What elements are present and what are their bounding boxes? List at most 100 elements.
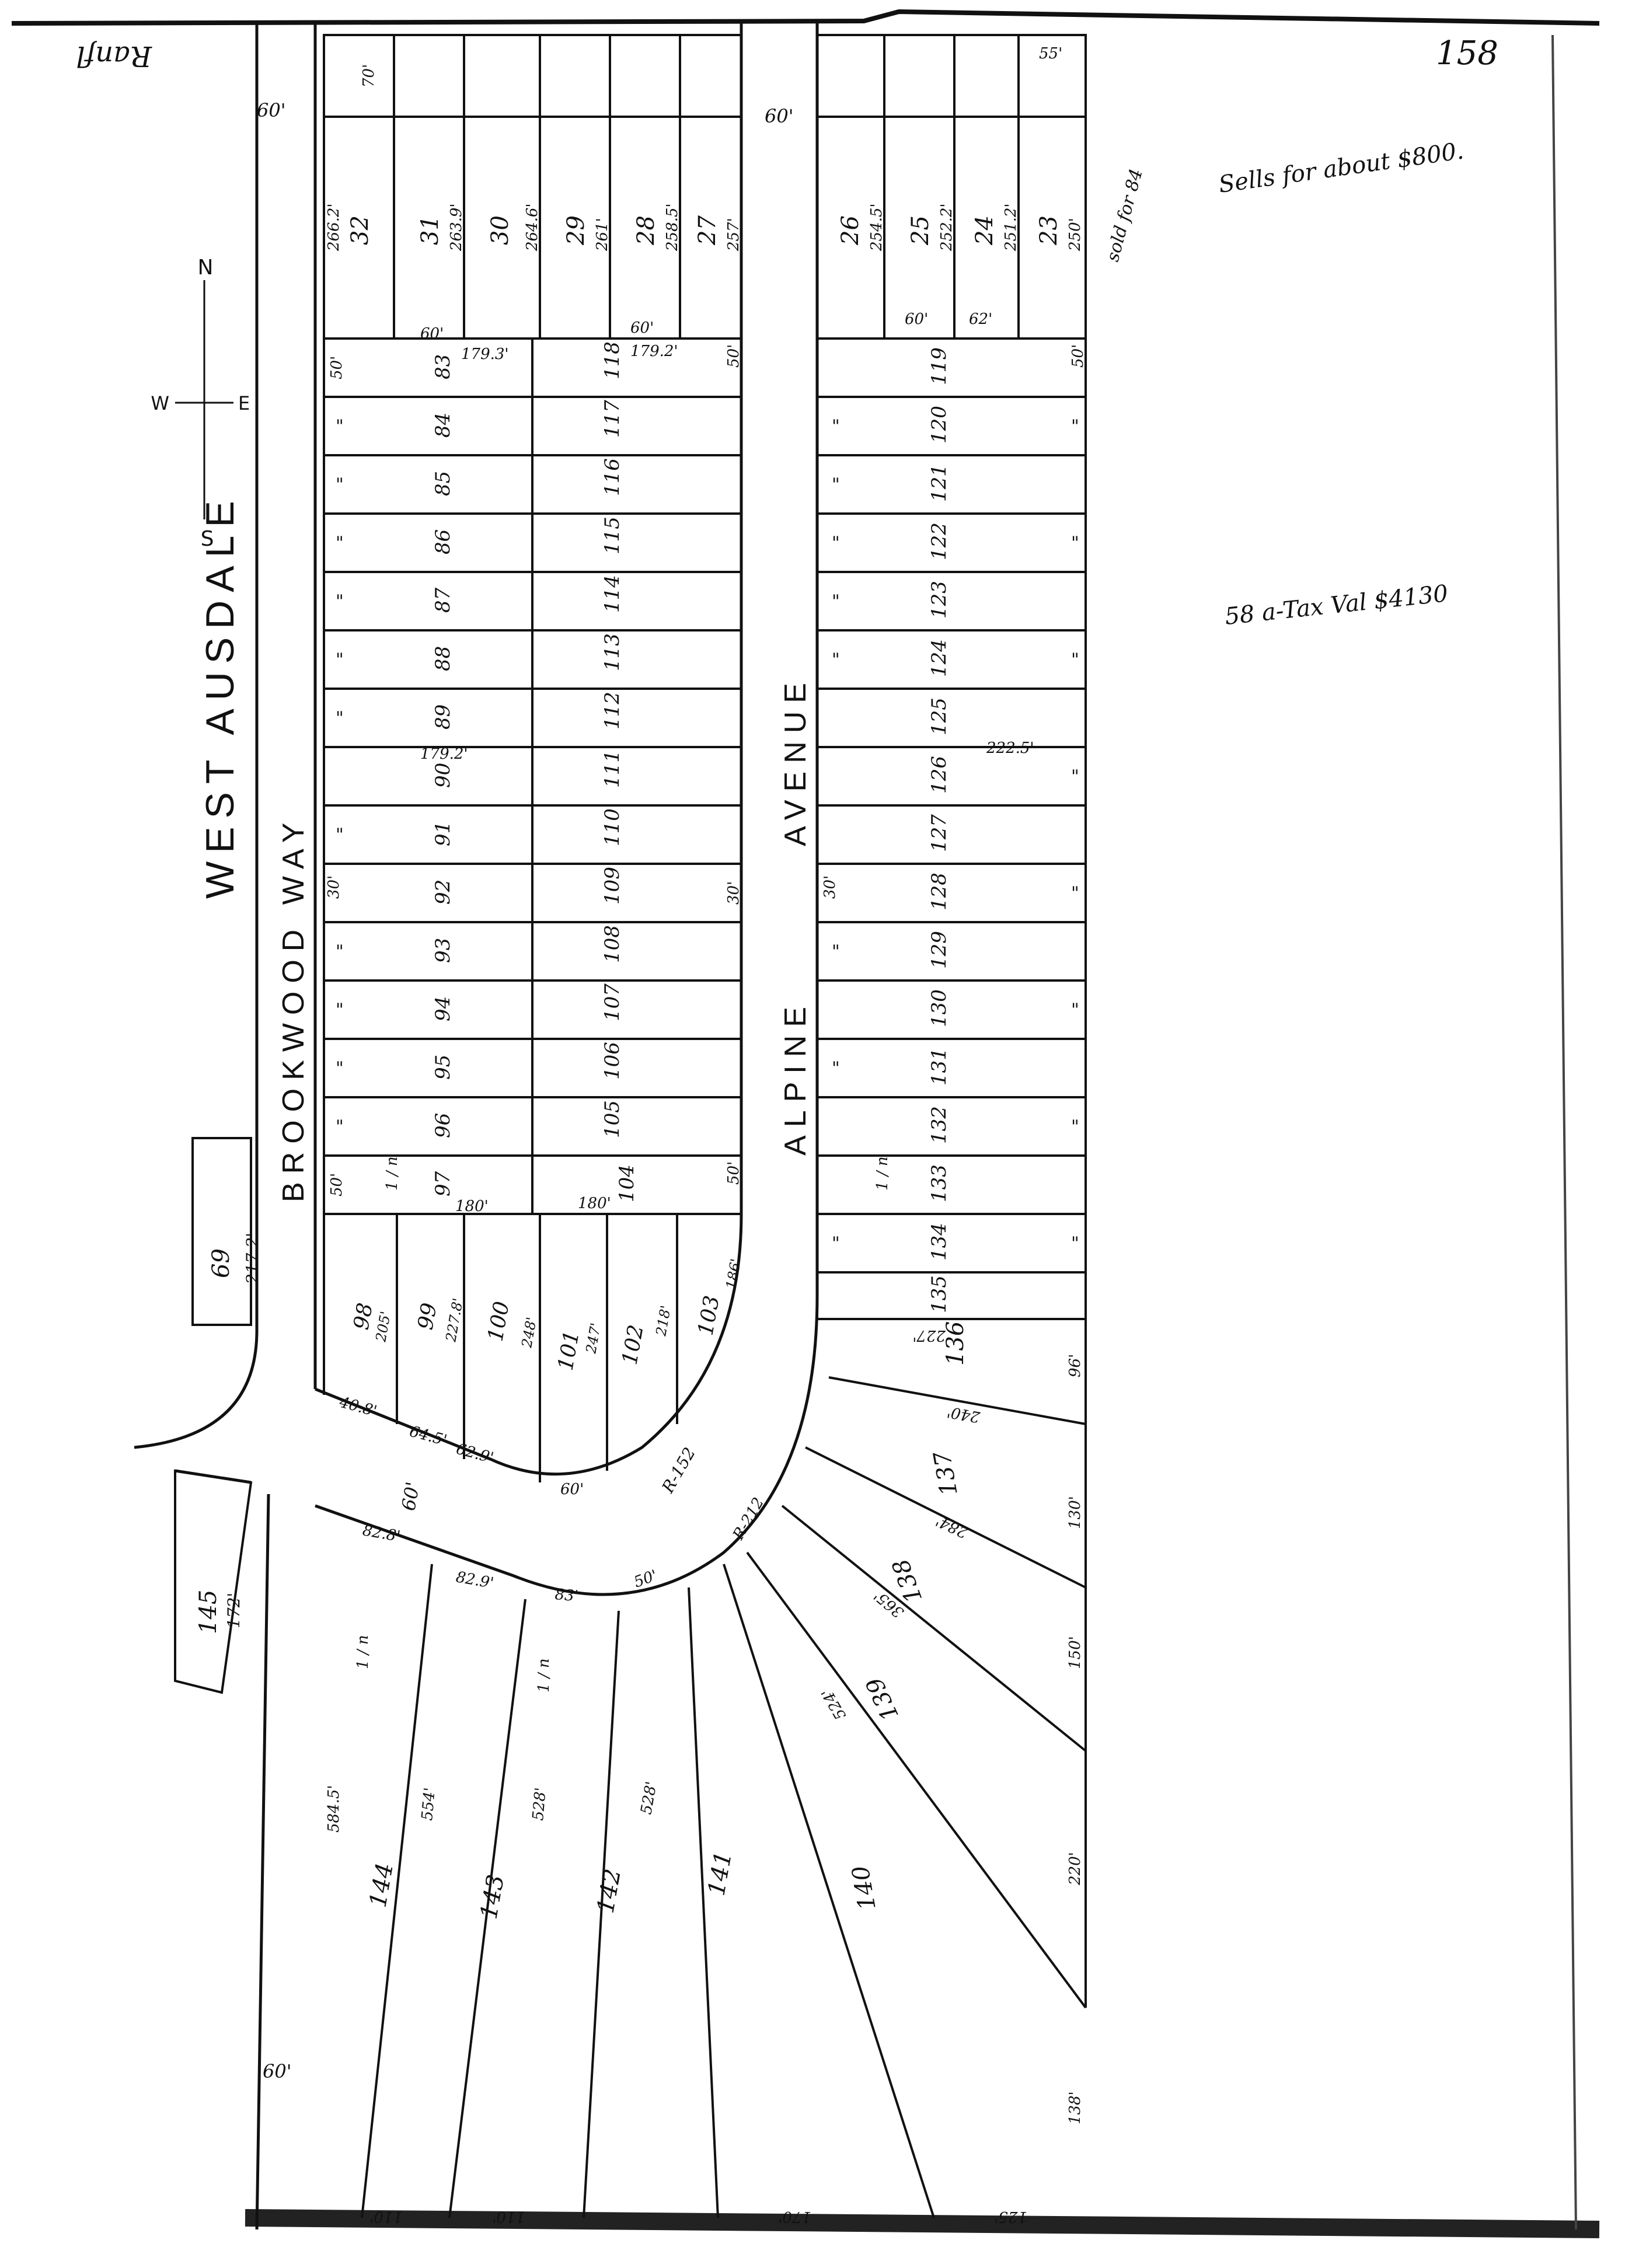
ditto-mark: " (336, 533, 344, 553)
lot-depth: 528' (637, 1780, 660, 1816)
frontage-label: 30' (725, 881, 742, 905)
lot-number: 108 (601, 925, 624, 963)
frontage-label: 30' (325, 875, 343, 899)
bottom-lots: 144 584.5' 143 554' 142 528' 141 528' (325, 1780, 737, 1921)
lot-frontage: 138' (1066, 2091, 1084, 2124)
arc-label: 64.5' (407, 1423, 449, 1450)
lot-number: 130 (927, 989, 951, 1027)
top-lots-right: 26 254.5' 25 252.2' 24 251.2' 23 250' (837, 203, 1084, 252)
frontage-label: 50' (328, 356, 346, 379)
lot-depth: 528' (529, 1787, 550, 1821)
top-lot-number: 32 (347, 215, 374, 245)
outparcel-shapes (174, 1137, 253, 1694)
ditto-mark: " (1071, 416, 1079, 437)
lot-number: 124 (927, 639, 951, 677)
lot-number: 84 (431, 413, 455, 438)
lot-number: 93 (431, 938, 455, 963)
frontage-label: 30' (821, 875, 839, 899)
ditto-mark: " (832, 650, 840, 670)
lot-number: 125 (927, 697, 951, 735)
lot-number: 140 (847, 1864, 881, 1912)
lot-number: 85 (431, 471, 455, 496)
compass-south-label: S (201, 527, 214, 551)
compass-rose (175, 280, 233, 519)
street-name-alpine: ALPINE (779, 999, 812, 1156)
lot-number: 132 (927, 1106, 951, 1144)
lot-number: 133 (927, 1164, 951, 1202)
lot-number: 87 (431, 587, 455, 613)
lot-number: 92 (431, 880, 455, 905)
street-width-top-left: 60' (257, 99, 286, 121)
lot-number: 134 (927, 1223, 951, 1261)
ditto-mark: " (1071, 650, 1079, 670)
arc-label: 60' (560, 1481, 584, 1498)
fan-lot-lines (361, 1318, 1087, 2218)
lot-number: 129 (927, 931, 951, 969)
street-name-brookwood-way: BROOKWOOD WAY (277, 815, 311, 1202)
ditto-mark: " (336, 1058, 344, 1079)
lot-number: 111 (601, 750, 624, 788)
arc-dimensions: 62.9' 64.5' 40.8' 82.8' 82.9' 83' 50' 60… (337, 1394, 660, 1606)
lot-number: 121 (927, 464, 951, 502)
lot-depth: 227' (912, 1327, 946, 1344)
lot-depth: 240' (946, 1402, 982, 1426)
lot-note: 1 / n (354, 1635, 372, 1669)
block-left-outer: 83 84 85 86 87 88 89 90 91 92 93 94 95 9… (431, 354, 455, 1196)
ditto-mark: " (832, 591, 840, 612)
top-lot-depth: 252.2' (938, 203, 956, 252)
lot-number: 139 (861, 1673, 904, 1725)
ditto-mark: " (336, 825, 344, 845)
lot-number: 113 (601, 633, 624, 671)
lot-number: 95 (431, 1055, 455, 1080)
side-note: sold for 84 (1103, 167, 1147, 264)
lot-number: 118 (601, 341, 624, 379)
sheet-number: 158 (1436, 34, 1498, 72)
lot-number: 86 (431, 529, 455, 554)
outparcel-145-number: 145 (195, 1590, 222, 1634)
top-lot-depth: 258.5' (664, 203, 681, 252)
curve-radius-small: R-212 (730, 1495, 768, 1543)
lot-number: 101 (553, 1329, 584, 1373)
lot-number: 90 (431, 763, 455, 788)
depth-label: 222.5' (986, 739, 1034, 757)
sale-note: Sells for about $800. (1217, 137, 1466, 198)
lot-number: 120 (927, 406, 951, 444)
lot-note: 1 / n (874, 1156, 891, 1191)
top-lot-grid (323, 34, 1087, 340)
ditto-mark: " (336, 941, 344, 962)
lot-depth: 524' (818, 1685, 850, 1722)
top-lot-depth: 261' (594, 218, 611, 252)
top-lot-number: 26 (837, 215, 864, 246)
top-lot-number: 28 (633, 215, 660, 246)
fan-lots: 136 227' 96' 137 240' 130' 138 284' 150'… (818, 1321, 1084, 2124)
ditto-marks: " " " " " " " " " " " " " " " " " " " " … (336, 416, 1079, 1693)
depth-label: 179.2' (630, 343, 678, 360)
arc-label: 82.9' (455, 1568, 495, 1592)
top-lot-number: 23 (1035, 215, 1062, 246)
middle-block-grid (323, 337, 1087, 1320)
ditto-mark: " (832, 474, 840, 495)
street-width-top-right: 60' (765, 105, 794, 127)
lot-number: 137 (929, 1449, 963, 1498)
lot-number: 94 (431, 996, 455, 1021)
lot-number: 123 (927, 581, 951, 619)
lot-number: 116 (601, 458, 624, 496)
lot-number: 131 (927, 1048, 951, 1086)
top-lots-left: 32 266.2' 31 263.9' 30 264.6' 29 261' 28… (325, 203, 742, 252)
frontage-label: 50' (328, 1173, 346, 1196)
frontage-label: 50' (725, 344, 742, 368)
lot-depth: 247' (583, 1322, 604, 1355)
arc-label: 82.8' (361, 1522, 402, 1545)
lot-depth: 584.5' (325, 1785, 343, 1833)
frontage-label: 60' (630, 319, 654, 337)
lot-number: 117 (601, 400, 624, 438)
ditto-mark: " (1071, 766, 1079, 787)
lot-depth: 554' (419, 1787, 439, 1821)
block-dimensions: 179.3' 179.2' 179.2' 180' 180' 222.5' 50… (325, 343, 1087, 1215)
lot-number: 119 (927, 347, 951, 385)
compass-east-label: E (238, 392, 250, 414)
ditto-mark: " (336, 708, 344, 728)
frontage-label: 70' (360, 64, 378, 88)
ditto-mark: " (1071, 1116, 1079, 1137)
